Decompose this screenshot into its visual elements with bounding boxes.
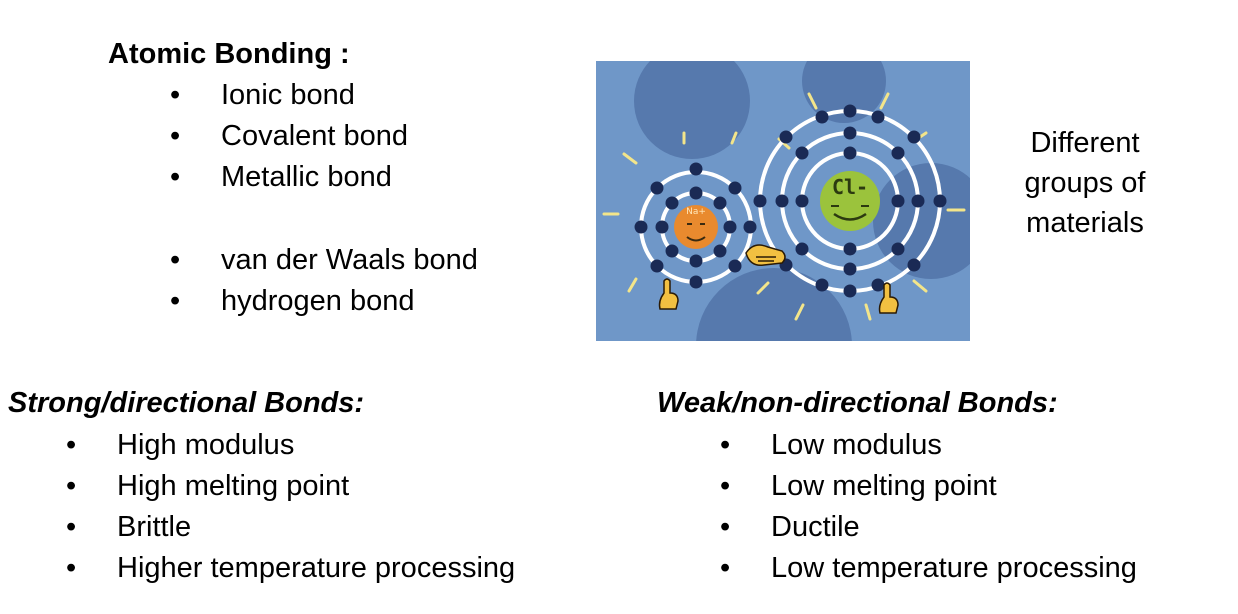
list-item: •Covalent bond bbox=[170, 120, 409, 152]
strong-item-label: Higher temperature processing bbox=[117, 552, 516, 584]
weak-item-label: Low modulus bbox=[771, 429, 942, 461]
bond-hydrogen-label: hydrogen bond bbox=[221, 285, 415, 317]
strong-item-label: High melting point bbox=[117, 470, 350, 502]
sodium-face bbox=[686, 236, 706, 242]
list-item: •High melting point bbox=[66, 470, 350, 502]
list-item: •Low melting point bbox=[720, 470, 997, 502]
ionic-bond-illustration: Na+ Cl- bbox=[596, 61, 970, 341]
materials-caption: Different groups of materials bbox=[1000, 123, 1170, 243]
weak-item-label: Low temperature processing bbox=[771, 552, 1137, 584]
list-item: •hydrogen bond bbox=[170, 285, 415, 317]
list-item: •Ductile bbox=[720, 511, 860, 543]
bond-vdw-label: van der Waals bond bbox=[221, 244, 478, 276]
strong-item-label: High modulus bbox=[117, 429, 295, 461]
hand-left-icon bbox=[658, 278, 679, 310]
weak-item-label: Low melting point bbox=[771, 470, 997, 502]
caption-line: materials bbox=[1026, 207, 1144, 239]
sodium-ion bbox=[674, 205, 718, 249]
chlorine-ion-label: Cl- bbox=[832, 175, 868, 199]
weak-bonds-list: •Low modulus •Low melting point •Ductile… bbox=[720, 425, 1137, 589]
weak-bonds-title: Weak/non-directional Bonds: bbox=[657, 387, 1058, 419]
caption-line: groups of bbox=[1024, 167, 1146, 199]
primary-bond-list: •Ionic bond •Covalent bond •Metallic bon… bbox=[170, 75, 409, 198]
list-item: •Low temperature processing bbox=[720, 552, 1137, 584]
atomic-bonding-title: Atomic Bonding : bbox=[108, 38, 350, 70]
background-blob bbox=[802, 61, 886, 123]
background-blob bbox=[634, 61, 750, 159]
handshake-icon bbox=[745, 244, 786, 266]
strong-bonds-list: •High modulus •High melting point •Britt… bbox=[66, 425, 516, 589]
list-item: •Higher temperature processing bbox=[66, 552, 516, 584]
list-item: •Metallic bond bbox=[170, 161, 392, 193]
bond-metallic-label: Metallic bond bbox=[221, 161, 392, 193]
list-item: •High modulus bbox=[66, 429, 295, 461]
list-item: •Ionic bond bbox=[170, 79, 355, 111]
weak-item-label: Ductile bbox=[771, 511, 860, 543]
list-item: •Low modulus bbox=[720, 429, 942, 461]
background-blob bbox=[696, 268, 852, 341]
bond-covalent-label: Covalent bond bbox=[221, 120, 409, 152]
chlorine-face bbox=[833, 212, 867, 221]
hand-right-icon bbox=[878, 282, 899, 314]
secondary-bond-list: •van der Waals bond •hydrogen bond bbox=[170, 240, 478, 322]
electrons bbox=[634, 104, 947, 298]
list-item: •van der Waals bond bbox=[170, 244, 478, 276]
bond-ionic-label: Ionic bond bbox=[221, 79, 355, 111]
sodium-ion-label: Na+ bbox=[686, 207, 706, 217]
list-item: •Brittle bbox=[66, 511, 192, 543]
strong-item-label: Brittle bbox=[117, 511, 192, 543]
caption-line: Different bbox=[1030, 127, 1140, 159]
strong-bonds-title: Strong/directional Bonds: bbox=[8, 387, 365, 419]
